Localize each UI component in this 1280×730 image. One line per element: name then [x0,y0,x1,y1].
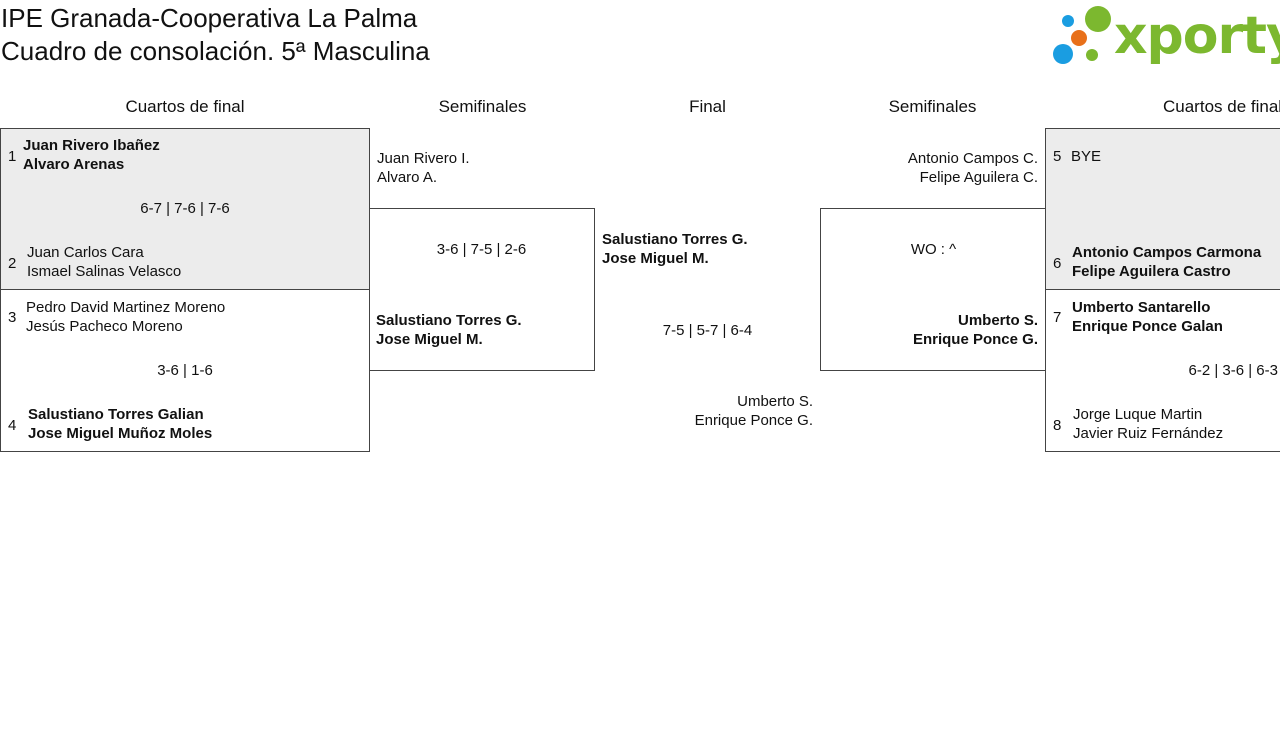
seed-number: 2 [8,255,17,272]
team-player-2: Jesús Pacheco Moreno [26,318,183,335]
final-winner-player-1: Salustiano Torres G. [602,231,748,248]
logo-text: xporty [1114,6,1280,66]
team-player-1: Salustiano Torres Galian [28,406,204,423]
seed-number: 4 [8,417,17,434]
team-player-2: Ismael Salinas Velasco [27,263,182,280]
sf-match-left: 3-6 | 7-5 | 2-6 Salustiano Torres G. Jos… [369,208,595,371]
column-header-final: Final [689,97,726,116]
team-player-2: Felipe Aguilera Castro [1072,263,1231,280]
team-player-1: Antonio Campos Carmona [1072,244,1262,261]
team-player-2: Jose Miguel M. [376,331,483,348]
logo-dots-icon [1053,6,1111,64]
seed-number: 8 [1053,417,1062,434]
sf-match-right: WO : ^ Umberto S. Enrique Ponce G. [820,208,1046,371]
qf-match-4: 7 Umberto Santarello Enrique Ponce Galan… [1045,289,1280,452]
match-score: 6-2 | 3-6 | 6-3 [1188,362,1278,379]
column-header-qf-left: Cuartos de final [125,97,245,116]
team-player-1: BYE [1071,148,1102,165]
match-score: 6-7 | 7-6 | 7-6 [140,200,230,217]
team-player-1: Salustiano Torres G. [376,312,522,329]
qf-match-2: 3 Pedro David Martinez Moreno Jesús Pach… [0,289,370,452]
column-header-qf-right: Cuartos de final [1163,97,1280,116]
team-player-2: Enrique Ponce Galan [1072,318,1223,335]
sf-left-top-player-2: Alvaro A. [377,169,438,186]
final-runner-up-player-2: Enrique Ponce G. [694,412,813,429]
seed-number: 6 [1053,255,1062,272]
seed-number: 7 [1053,309,1062,326]
xporty-logo: xporty [1050,4,1280,68]
team-player-1: Umberto Santarello [1072,299,1211,316]
sf-right-top-player-2: Felipe Aguilera C. [919,169,1038,186]
match-score: 3-6 | 1-6 [157,362,213,379]
qf-match-1: 1 Juan Rivero Ibañez Alvaro Arenas 6-7 |… [0,128,370,290]
team-player-1: Juan Carlos Cara [27,244,144,261]
team-player-2: Enrique Ponce G. [912,331,1038,348]
sf-right-top-player-1: Antonio Campos C. [907,150,1038,167]
final-runner-up-player-1: Umberto S. [737,393,813,410]
column-header-sf-right: Semifinales [888,97,977,116]
sf-left-top-player-1: Juan Rivero I. [377,150,470,167]
column-header-sf-left: Semifinales [438,97,527,116]
seed-number: 1 [8,148,17,165]
team-player-1: Pedro David Martinez Moreno [26,299,226,316]
team-player-1: Umberto S. [957,312,1038,329]
team-player-1: Juan Rivero Ibañez [23,137,160,154]
seed-number: 3 [8,309,17,326]
team-player-2: Javier Ruiz Fernández [1073,425,1224,442]
page-subtitle: Cuadro de consolación. 5ª Masculina [1,36,430,66]
team-player-1: Jorge Luque Martin [1073,406,1203,423]
page-title: IPE Granada-Cooperativa La Palma [1,3,418,33]
team-player-2: Jose Miguel Muñoz Moles [28,425,213,442]
final-score: 7-5 | 5-7 | 6-4 [662,322,753,339]
final-winner-player-2: Jose Miguel M. [602,250,709,267]
qf-match-3: 5 BYE 6 Antonio Campos Carmona Felipe Ag… [1045,128,1280,290]
team-player-2: Alvaro Arenas [23,156,125,173]
match-score: 3-6 | 7-5 | 2-6 [436,241,527,258]
match-score: WO : ^ [910,241,957,258]
seed-number: 5 [1053,148,1062,165]
